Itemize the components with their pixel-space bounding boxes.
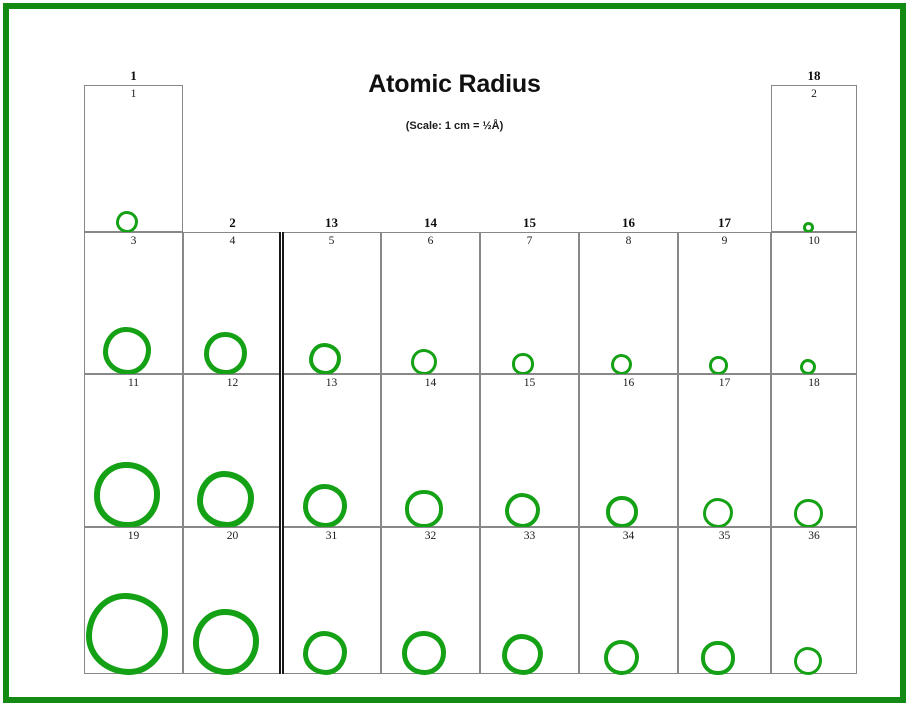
element-cell-9[interactable]: 9 — [678, 232, 771, 375]
element-cell-12[interactable]: 12 — [183, 374, 282, 528]
atom-radius-circle-9 — [709, 356, 728, 375]
element-cell-3[interactable]: 3 — [84, 232, 183, 375]
element-cell-8[interactable]: 8 — [579, 232, 678, 375]
element-cell-33[interactable]: 33 — [480, 527, 579, 675]
atom-radius-circle-10 — [800, 359, 816, 375]
atomic-number: 6 — [427, 235, 434, 247]
group-label-18: 18 — [807, 68, 821, 83]
atom-radius-circle-11 — [94, 462, 160, 528]
group-label-14: 14 — [424, 215, 437, 230]
atomic-number: 11 — [127, 377, 140, 389]
atom-radius-circle-4 — [204, 332, 247, 375]
element-cell-31[interactable]: 31 — [282, 527, 381, 675]
atomic-number: 20 — [226, 530, 239, 542]
atom-radius-circle-33 — [502, 634, 543, 675]
atomic-number: 2 — [811, 88, 817, 100]
atom-radius-circle-6 — [411, 349, 437, 375]
element-cell-5[interactable]: 5 — [282, 232, 381, 375]
atom-radius-circle-34 — [604, 640, 639, 675]
sblock-pblock-divider — [279, 232, 284, 674]
atom-radius-circle-12 — [197, 471, 254, 528]
atom-radius-circle-3 — [103, 327, 151, 375]
group-label-16: 16 — [622, 215, 635, 230]
atom-radius-circle-16 — [606, 496, 638, 528]
element-cell-18[interactable]: 18 — [771, 374, 857, 528]
atomic-number: 4 — [229, 235, 236, 247]
atomic-number: 36 — [808, 530, 820, 542]
scale-note: (Scale: 1 cm = ½Å) — [405, 120, 504, 132]
atomic-number: 18 — [808, 377, 820, 389]
element-cell-15[interactable]: 15 — [480, 374, 579, 528]
atomic-number: 14 — [424, 377, 437, 389]
atom-radius-circle-18 — [794, 499, 823, 528]
element-cell-1[interactable]: 1 — [84, 85, 183, 233]
atomic-number: 5 — [328, 235, 335, 247]
atomic-number: 1 — [130, 88, 137, 100]
element-cell-10[interactable]: 10 — [771, 232, 857, 375]
element-cell-6[interactable]: 6 — [381, 232, 480, 375]
atom-radius-circle-36 — [794, 647, 822, 675]
atom-radius-circle-13 — [303, 484, 347, 528]
atomic-number: 17 — [718, 377, 731, 389]
element-cell-32[interactable]: 32 — [381, 527, 480, 675]
atom-radius-circle-14 — [405, 490, 443, 528]
inner-white-area — [9, 9, 900, 697]
atom-radius-circle-35 — [701, 641, 735, 675]
atomic-number: 9 — [721, 235, 728, 247]
atomic-number: 19 — [127, 530, 140, 542]
atomic-number: 32 — [424, 530, 437, 542]
group-label-1: 1 — [130, 68, 137, 83]
atom-radius-circle-2 — [803, 222, 814, 233]
element-cell-11[interactable]: 11 — [84, 374, 183, 528]
atomic-number: 16 — [622, 377, 635, 389]
atomic-number: 15 — [523, 377, 536, 389]
atomic-number: 3 — [130, 235, 137, 247]
element-cell-2[interactable]: 2 — [771, 85, 857, 233]
atomic-number: 7 — [526, 235, 533, 247]
atomic-number: 8 — [625, 235, 632, 247]
element-cell-4[interactable]: 4 — [183, 232, 282, 375]
element-cell-36[interactable]: 36 — [771, 527, 857, 675]
atom-radius-circle-1 — [116, 211, 138, 233]
atomic-number: 35 — [718, 530, 731, 542]
atom-radius-circle-15 — [505, 493, 540, 528]
element-cell-17[interactable]: 17 — [678, 374, 771, 528]
atomic-number: 12 — [226, 377, 239, 389]
atomic-number: 31 — [325, 530, 338, 542]
group-label-2: 2 — [229, 215, 236, 230]
element-cell-35[interactable]: 35 — [678, 527, 771, 675]
atomic-number: 13 — [325, 377, 338, 389]
atomic-number: 34 — [622, 530, 635, 542]
atom-radius-circle-31 — [303, 631, 347, 675]
element-cell-7[interactable]: 7 — [480, 232, 579, 375]
page-title: Atomic Radius — [368, 70, 541, 98]
atom-radius-circle-32 — [402, 631, 446, 675]
element-cell-19[interactable]: 19 — [84, 527, 183, 675]
element-cell-14[interactable]: 14 — [381, 374, 480, 528]
atomic-number: 33 — [523, 530, 536, 542]
atom-radius-circle-19 — [86, 593, 168, 675]
atomic-number: 10 — [808, 235, 820, 247]
atom-radius-circle-7 — [512, 353, 534, 375]
atom-radius-circle-20 — [193, 609, 259, 675]
atom-radius-circle-17 — [703, 498, 733, 528]
element-cell-13[interactable]: 13 — [282, 374, 381, 528]
atom-radius-circle-5 — [309, 343, 341, 375]
group-label-13: 13 — [325, 215, 338, 230]
group-label-15: 15 — [523, 215, 536, 230]
atom-radius-circle-8 — [611, 354, 632, 375]
element-cell-34[interactable]: 34 — [579, 527, 678, 675]
element-cell-20[interactable]: 20 — [183, 527, 282, 675]
element-cell-16[interactable]: 16 — [579, 374, 678, 528]
group-label-17: 17 — [718, 215, 731, 230]
